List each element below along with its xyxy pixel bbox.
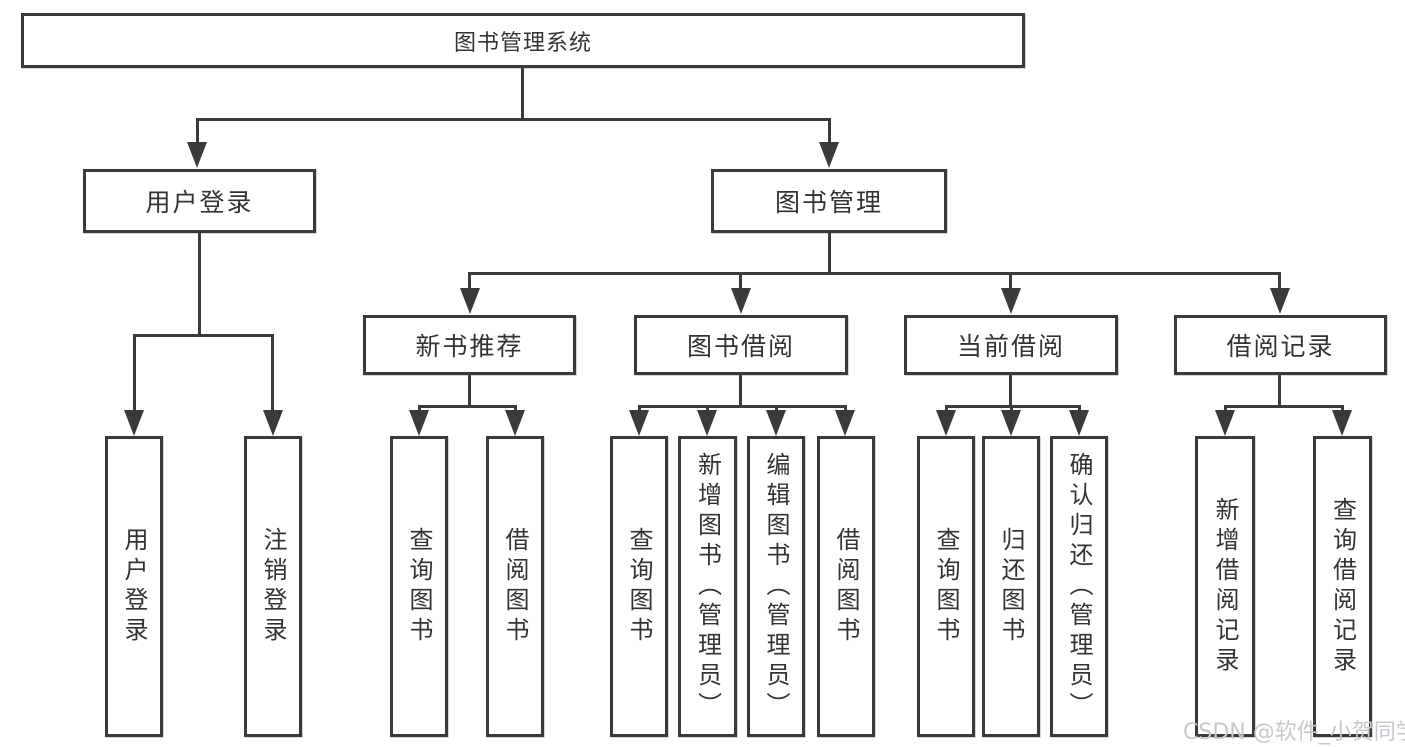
node-new-book-recommend: 新书推荐 — [363, 315, 576, 375]
node-current-borrow-label: 当前借阅 — [956, 332, 1065, 361]
node-user-login: 用户登录 — [83, 169, 316, 233]
leaf-borrow-add-admin: 新增图书（管理员） — [678, 436, 737, 737]
arrow-down-icon — [766, 410, 786, 436]
connector-stem — [828, 118, 831, 146]
connector-bar — [638, 405, 847, 408]
arrow-down-icon — [936, 410, 956, 436]
leaf-newbook-borrow: 借阅图书 — [486, 436, 544, 737]
connector-stem — [514, 405, 517, 413]
connector-stem — [1341, 405, 1344, 413]
connector-stem — [1078, 405, 1081, 413]
connector-stem — [1009, 272, 1012, 290]
arrow-down-icon — [1270, 288, 1290, 314]
node-current-borrow: 当前借阅 — [904, 315, 1118, 375]
node-book-management: 图书管理 — [711, 169, 947, 233]
node-root-label: 图书管理系统 — [453, 30, 592, 56]
arrow-down-icon — [1332, 410, 1352, 436]
arrow-down-icon — [187, 142, 207, 168]
node-book-management-label: 图书管理 — [774, 188, 883, 217]
arrow-down-icon — [697, 410, 717, 436]
connector-stem — [1278, 272, 1281, 290]
leaf-confirm-return-admin-label: 确认归还（管理员） — [1065, 451, 1093, 722]
leaf-add-borrow-record: 新增借阅记录 — [1195, 436, 1255, 737]
connector-stem — [1009, 375, 1012, 408]
arrow-down-icon — [819, 142, 839, 168]
leaf-return-book-label: 归还图书 — [997, 526, 1025, 647]
leaf-newbook-query-label: 查询图书 — [405, 526, 433, 647]
connector-stem — [739, 375, 742, 408]
leaf-current-query-label: 查询图书 — [932, 526, 960, 647]
leaf-add-borrow-record-label: 新增借阅记录 — [1211, 496, 1239, 677]
connector-stem — [468, 272, 471, 290]
connector-stem — [1010, 405, 1013, 413]
connector-stem — [844, 405, 847, 413]
node-new-book-recommend-label: 新书推荐 — [415, 332, 524, 361]
leaf-borrow-edit-admin: 编辑图书（管理员） — [747, 436, 805, 737]
connector-stem — [198, 233, 201, 336]
connector-stem — [945, 405, 948, 413]
node-root: 图书管理系统 — [21, 13, 1025, 68]
leaf-borrow-query-label: 查询图书 — [625, 526, 653, 647]
arrow-down-icon — [629, 410, 649, 436]
leaf-borrow-add-admin-label: 新增图书（管理员） — [693, 451, 722, 722]
arrow-down-icon — [1001, 410, 1021, 436]
connector-stem — [828, 233, 831, 275]
arrow-down-icon — [1069, 410, 1089, 436]
connector-bar — [945, 405, 1081, 408]
leaf-return-book: 归还图书 — [982, 436, 1040, 737]
leaf-confirm-return-admin: 确认归还（管理员） — [1050, 436, 1108, 737]
connector-stem — [133, 334, 136, 412]
leaf-logout-label: 注销登录 — [259, 526, 287, 647]
connector-bar — [1224, 405, 1343, 408]
connector-stem — [196, 118, 199, 146]
leaf-newbook-query: 查询图书 — [390, 436, 448, 737]
connector-stem — [418, 405, 421, 413]
connector-stem — [706, 405, 709, 413]
connector-root-bar — [196, 118, 831, 121]
connector-bar — [418, 405, 517, 408]
connector-stem — [468, 375, 471, 408]
leaf-logout: 注销登录 — [244, 436, 302, 737]
connector-stem — [638, 405, 641, 413]
leaf-newbook-borrow-label: 借阅图书 — [501, 526, 529, 647]
connector-stem — [271, 334, 274, 412]
leaf-borrow-query: 查询图书 — [610, 436, 668, 737]
leaf-query-borrow-record: 查询借阅记录 — [1313, 436, 1372, 737]
connector-stem — [1278, 375, 1281, 408]
leaf-user-login: 用户登录 — [105, 436, 163, 737]
node-book-borrow: 图书借阅 — [634, 315, 848, 375]
arrow-down-icon — [263, 410, 283, 436]
leaf-borrow-edit-admin-label: 编辑图书（管理员） — [762, 451, 790, 722]
leaf-borrow-book: 借阅图书 — [817, 436, 875, 737]
node-user-login-label: 用户登录 — [145, 188, 254, 217]
node-borrow-records: 借阅记录 — [1174, 315, 1387, 375]
arrow-down-icon — [731, 288, 751, 314]
connector-stem — [739, 272, 742, 290]
arrow-down-icon — [1001, 288, 1021, 314]
leaf-user-login-label: 用户登录 — [120, 526, 148, 647]
node-book-borrow-label: 图书借阅 — [686, 332, 795, 361]
arrow-down-icon — [124, 410, 144, 436]
leaf-current-query: 查询图书 — [917, 436, 975, 737]
arrow-down-icon — [835, 410, 855, 436]
csdn-watermark: CSDN @软件_小贺同学 — [1183, 720, 1405, 745]
leaf-query-borrow-record-label: 查询借阅记录 — [1328, 496, 1357, 677]
arrow-down-icon — [505, 410, 525, 436]
connector-bar — [468, 272, 1281, 275]
connector-root-stem — [521, 66, 524, 120]
connector-bar — [133, 334, 274, 337]
connector-stem — [775, 405, 778, 413]
arrow-down-icon — [409, 410, 429, 436]
node-borrow-records-label: 借阅记录 — [1226, 332, 1335, 361]
arrow-down-icon — [460, 288, 480, 314]
leaf-borrow-book-label: 借阅图书 — [832, 526, 860, 647]
arrow-down-icon — [1215, 410, 1235, 436]
connector-stem — [1224, 405, 1227, 413]
